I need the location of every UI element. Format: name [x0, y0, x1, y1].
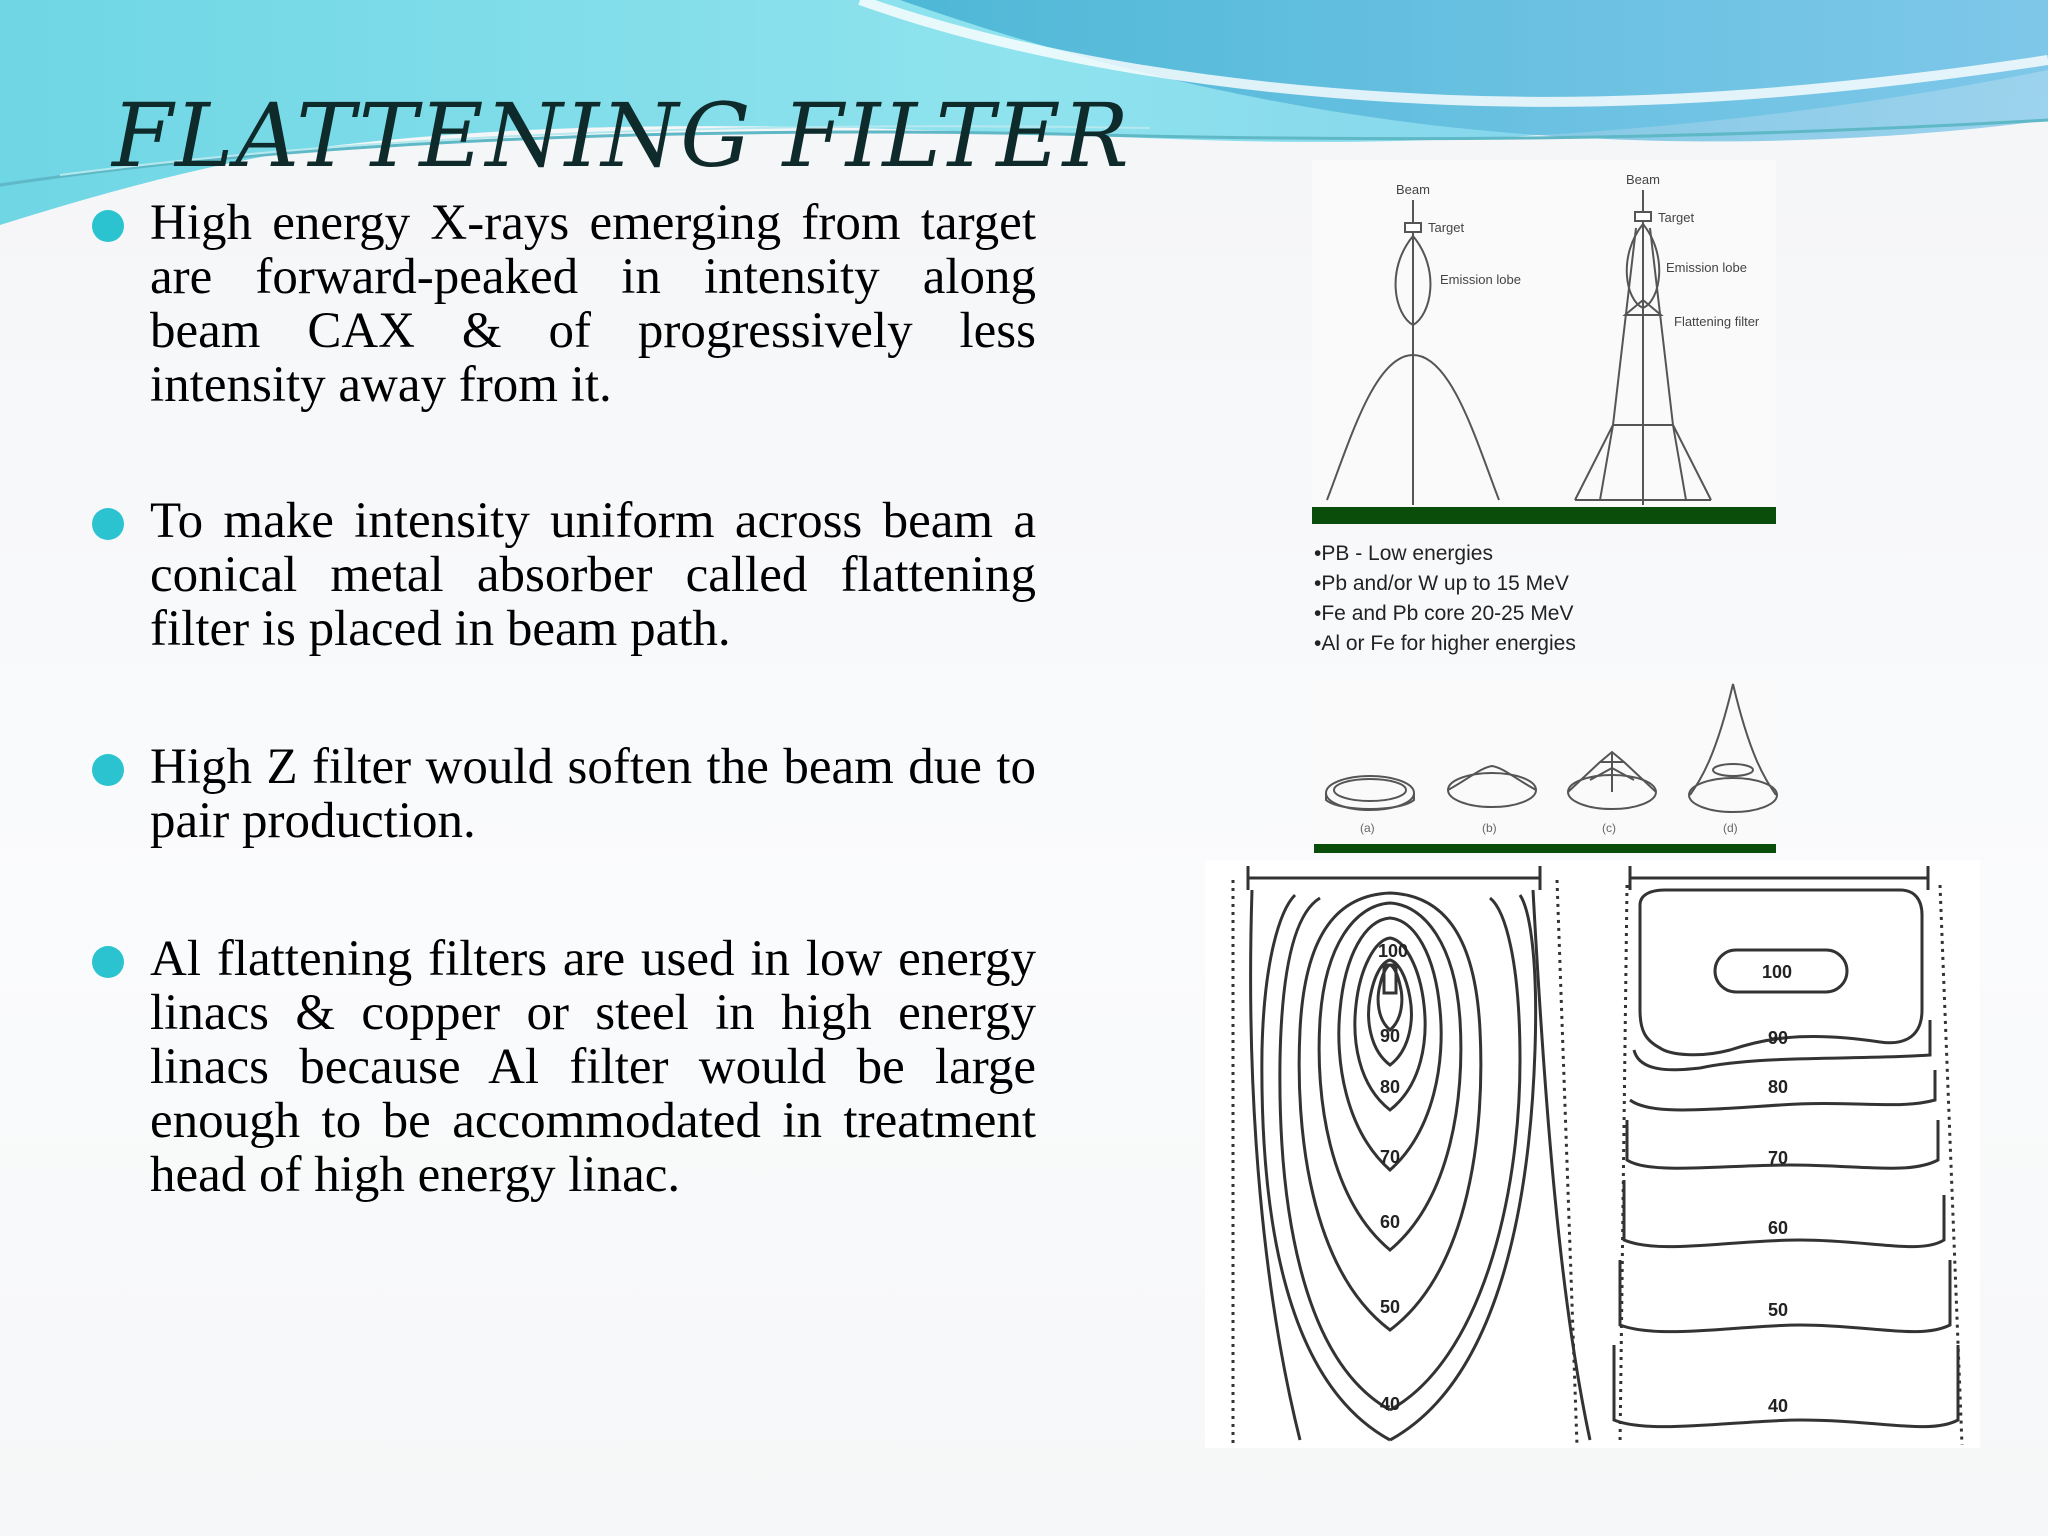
material-item: •PB - Low energies [1314, 542, 1493, 565]
shape-label: (a) [1360, 821, 1375, 835]
isodose-label: 100 [1378, 941, 1408, 961]
green-divider-bar [1312, 507, 1776, 524]
bullet-text: To make intensity uniform across beam a … [150, 493, 1036, 657]
wave-line-1 [0, 118, 2048, 187]
filter-material-list: •PB - Low energies •Pb and/or W up to 15… [1314, 542, 1576, 655]
flattening-filter-label: Flattening filter [1674, 314, 1760, 329]
slide-title: FLATTENING FILTER [112, 84, 1131, 187]
filter-shape-b [1447, 764, 1537, 808]
isodose-unflattened [1231, 866, 1592, 1446]
material-item: •Al or Fe for higher energies [1314, 632, 1576, 655]
flattened-beam [1574, 190, 1712, 505]
beam-label: Beam [1396, 182, 1430, 197]
isodose-label: 40 [1768, 1396, 1788, 1416]
bullet-item: High energy X-rays emerging from target … [92, 196, 1036, 412]
bullet-dot-icon [92, 754, 124, 786]
green-divider-bar [1314, 844, 1776, 853]
bullet-item: To make intensity uniform across beam a … [92, 494, 1036, 656]
shapes-background [1314, 680, 1776, 844]
bullet-item: High Z filter would soften the beam due … [92, 740, 1036, 848]
isodose-label: 60 [1768, 1218, 1788, 1238]
filter-shapes-diagram: (a) (b) (c) (d) [1314, 680, 1778, 853]
isodose-background [1205, 860, 1980, 1448]
filter-shape-a [1325, 775, 1415, 811]
target-label: Target [1658, 210, 1695, 225]
beam-diagram-background [1312, 160, 1776, 508]
isodose-label: 50 [1768, 1300, 1788, 1320]
filter-shape-d [1688, 683, 1778, 813]
bullet-dot-icon [92, 508, 124, 540]
isodose-label: 70 [1768, 1148, 1788, 1168]
bullet-text: Al flattening filters are used in low en… [150, 931, 1036, 1203]
material-item: •Pb and/or W up to 15 MeV [1314, 572, 1569, 595]
shape-label: (b) [1482, 821, 1497, 835]
header-waves-decoration [0, 0, 2048, 225]
isodose-label: 80 [1380, 1077, 1400, 1097]
wave-dark [900, 0, 2048, 142]
wave-white-streak [858, 0, 2048, 107]
shape-label: (c) [1602, 821, 1616, 835]
isodose-label: 90 [1380, 1026, 1400, 1046]
isodose-label: 40 [1380, 1394, 1400, 1414]
target-label: Target [1428, 220, 1465, 235]
wave-line-2 [59, 125, 1151, 176]
filter-shape-c [1567, 750, 1657, 810]
unflattened-beam [1326, 200, 1500, 505]
bullet-text: High energy X-rays emerging from target … [150, 195, 1036, 413]
isodose-flattened [1612, 866, 1964, 1446]
bullet-text: High Z filter would soften the beam due … [150, 739, 1036, 849]
emission-lobe-label: Emission lobe [1666, 260, 1747, 275]
isodose-label: 90 [1768, 1028, 1788, 1048]
isodose-diagram: 100 90 80 70 60 50 40 [1205, 860, 1980, 1448]
isodose-label: 50 [1380, 1297, 1400, 1317]
isodose-label: 60 [1380, 1212, 1400, 1232]
beam-label: Beam [1626, 172, 1660, 187]
bullet-item: Al flattening filters are used in low en… [92, 932, 1036, 1202]
bullet-dot-icon [92, 946, 124, 978]
emission-lobe-label: Emission lobe [1440, 272, 1521, 287]
material-item: •Fe and Pb core 20-25 MeV [1314, 602, 1574, 625]
isodose-label: 100 [1762, 962, 1792, 982]
isodose-label: 80 [1768, 1077, 1788, 1097]
shape-label: (d) [1723, 821, 1738, 835]
isodose-label: 70 [1380, 1147, 1400, 1167]
bullet-dot-icon [92, 210, 124, 242]
beam-emission-diagram: Beam Target Emission lobe Beam Target Em… [1312, 160, 1776, 524]
